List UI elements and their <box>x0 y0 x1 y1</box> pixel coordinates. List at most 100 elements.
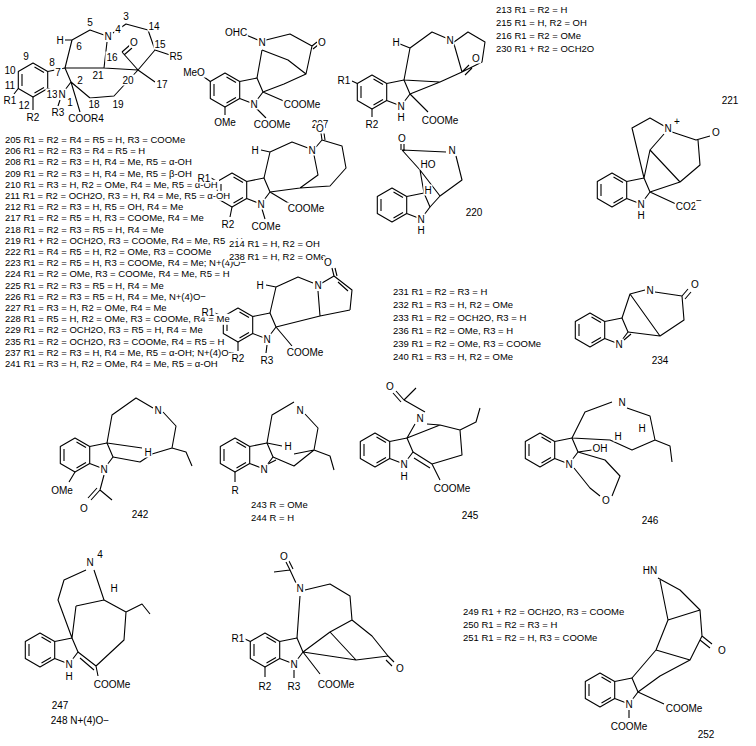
atom-label: N <box>257 37 266 48</box>
atom-label: R2 <box>221 219 236 230</box>
atom-label: O <box>385 381 395 392</box>
compound-number: 247 <box>51 700 70 711</box>
substituent-list: 223 R1 = R2 = R5 = H, R3 = COOMe, R4 = M… <box>4 258 247 268</box>
substituent-list: 228 R1 = R5 = H, R2 = OMe, R3 = COOMe, R… <box>4 314 231 324</box>
atom-label: R5 <box>169 51 184 62</box>
atom-label: 10 <box>3 65 16 76</box>
atom-label: 21 <box>91 70 104 81</box>
atom-label: 17 <box>155 79 168 90</box>
atom-label: H <box>64 671 73 682</box>
substituent-list: 237 R1 = R2 = R3 = H, R4 = Me, R5 = α-OH… <box>4 348 235 358</box>
atom-label: COOMe <box>421 115 460 126</box>
atom-label: R <box>230 485 239 496</box>
substituent-list: 209 R1 = R2 = R3 = H, R4 = Me, R5 = β-OH <box>4 168 193 178</box>
atom-label: H <box>636 210 645 221</box>
atom-label: H <box>391 37 400 48</box>
atom-label: N <box>103 31 112 42</box>
compound-number: 234 <box>651 355 670 366</box>
compound-number: 242 <box>131 509 150 520</box>
atom-label: 11 <box>4 80 16 91</box>
substituent-list: 235 R1 = R2 = OCH2O, R3 = COOMe, R4 = R5… <box>4 336 225 346</box>
atom-label: OMe <box>213 117 237 128</box>
atom-label: N <box>99 464 108 475</box>
atom-label: O <box>279 551 289 562</box>
substituent-list: 233 R1 = R2 = OCH2O, R3 = H <box>392 313 527 323</box>
atom-label: COOMe <box>283 99 322 110</box>
atom-label: R1 <box>337 75 352 86</box>
atom-label: 7 <box>54 67 62 78</box>
substituent-list: 210 R1 = R3 = H, R2 = OMe, R4 = Me, R5 =… <box>4 180 219 190</box>
atom-label: N <box>399 459 408 470</box>
atom-label: O <box>711 127 721 138</box>
atom-label: N <box>295 583 304 594</box>
substituent-list: 241 R1 = R3 = H, R2 = OMe, R4 = Me, R5 =… <box>4 359 219 369</box>
atom-label: R2 <box>26 112 41 123</box>
atom-label: 15 <box>153 39 166 50</box>
atom-label: 19 <box>111 99 124 110</box>
atom-label: 20 <box>121 75 134 86</box>
atom-label: R1 <box>201 307 216 318</box>
substituent-list: 227 R1 = R3 = H, R2 = OMe, R4 = Me <box>4 303 168 313</box>
atom-label: N <box>396 101 405 112</box>
atom-label: R2 <box>365 119 380 130</box>
substituent-list: 219 R1 + R2 = OCH2O, R3 = COOMe, R4 = Me… <box>4 236 244 246</box>
compound-number: 246 <box>641 515 660 526</box>
atom-label: O <box>323 257 333 268</box>
substituent-list: 224 R1 = R2 = OMe, R3 = COOMe, R4 = Me, … <box>4 269 231 279</box>
atom-label: N <box>624 699 633 710</box>
atom-label: N <box>645 285 654 296</box>
substituent-list: 212 R1 = R2 = R3 = H, R5 = OH, R4 = Me <box>4 202 184 212</box>
atom-label: COOMe <box>93 679 132 690</box>
compound-number: 252 <box>697 729 716 740</box>
substituent-list: 229 R1 = R2 = OCH2O, R3 = R5 = H, R4 = M… <box>4 325 204 335</box>
atom-label: R2 <box>231 353 246 364</box>
atom-label: COOMe <box>610 721 649 732</box>
atom-label: H <box>637 423 646 434</box>
substituent-list: 222 R1 = R4 = R5 = H, R2 = OMe, R3 = COO… <box>4 247 212 257</box>
substituent-list: 225 R1 = R2 = R3 = R5 = H, R4 = Me <box>4 280 165 290</box>
substituent-list: 249 R1 + R2 = OCH2O, R3 = COOMe <box>462 607 625 617</box>
atom-label: O <box>397 133 407 144</box>
atom-label: O <box>317 37 327 48</box>
atom-label: N <box>57 89 66 100</box>
substituent-list: 211 R1 = R2 = OCH2O, R3 = H, R4 = Me, R5… <box>4 191 231 201</box>
atom-label: N <box>85 557 94 568</box>
atom-label: N <box>313 280 322 291</box>
atom-label: N <box>307 145 316 156</box>
atom-label: HN <box>642 565 658 576</box>
substituent-list: 240 R1 = R3 = H, R2 = OMe <box>392 352 514 362</box>
atom-label: 16 <box>105 52 118 63</box>
atom-label: R3 <box>51 107 66 118</box>
compound-number: 220 <box>465 207 484 218</box>
atom-label: O <box>129 37 139 48</box>
substituent-list: 208 R1 = R2 = R3 = H, R4 = Me, R5 = α-OH <box>4 157 193 167</box>
atom-label: OH <box>592 443 609 454</box>
atom-label: R3 <box>260 355 275 366</box>
atom-label: O <box>601 495 611 506</box>
substituent-list: 216 R1 = R2 = OMe <box>495 31 582 41</box>
atom-label: HO <box>420 159 437 170</box>
atom-label: H <box>143 447 152 458</box>
atom-label: 18 <box>87 99 100 110</box>
substituent-list: 214 R1 = H, R2 = OH <box>228 239 321 249</box>
atom-label: 5 <box>86 17 94 28</box>
substituent-list: 213 R1 = R2 = H <box>495 5 568 15</box>
atom-label: H <box>396 112 405 123</box>
atom-label: R2 <box>258 681 273 692</box>
atom-label: 1 <box>66 97 74 108</box>
substituent-list: 217 R1 = R2 = R5 = H, R3 = COOMe, R4 = M… <box>4 213 205 223</box>
substituent-list: 226 R1 = R2 = R3 = R5 = H, R4 = Me, N+(4… <box>4 292 207 302</box>
atom-label: N <box>636 199 645 210</box>
atom-label: COOMe <box>286 347 325 358</box>
substituent-list: 236 R1 = R2 = OMe, R3 = H <box>392 326 514 336</box>
atom-label: 12 <box>17 100 30 111</box>
atom-label: MeO <box>182 67 206 78</box>
atom-label: H <box>255 280 264 291</box>
atom-label: R1 <box>3 95 18 106</box>
substituent-list: 205 R1 = R2 = R4 = R5 = H, R3 = COOMe <box>4 135 186 145</box>
substituent-list: 215 R1 = H, R2 = OH <box>495 18 588 28</box>
compound-number: 248 N+(4)O− <box>50 715 110 726</box>
substituent-list: 244 R = H <box>250 513 295 523</box>
atom-label: + <box>673 116 681 127</box>
